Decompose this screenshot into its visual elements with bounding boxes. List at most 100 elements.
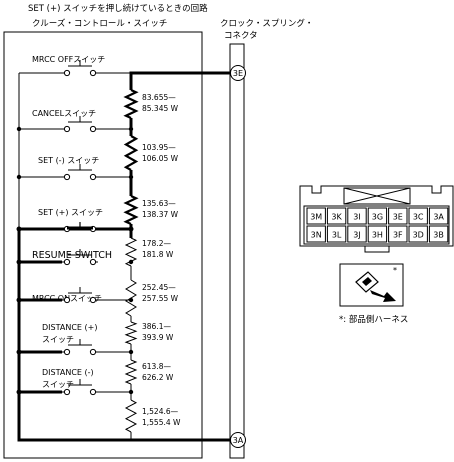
terminal-3a-label: 3A — [233, 436, 244, 445]
connector-pin-3e: 3E — [393, 213, 403, 222]
resistor-value: 103.95— — [142, 143, 176, 152]
terminal-3e: 3E — [230, 65, 246, 81]
connector-cell — [347, 207, 367, 225]
resistor-value: 138.37 W — [142, 210, 179, 219]
connector-cell — [347, 225, 367, 243]
resistor-zigzag — [125, 279, 137, 317]
harness-mark: * — [393, 266, 397, 275]
connector-pin-3a: 3A — [433, 213, 444, 222]
connector-cell — [408, 207, 428, 225]
connector-pin-3n: 3N — [311, 231, 322, 240]
clock-spring-box — [229, 43, 245, 459]
harness-side-icon: * — [339, 263, 404, 307]
connector-cell — [326, 207, 347, 225]
resistor-1: 83.655— 85.345 W — [123, 89, 179, 119]
switch-contact — [89, 69, 97, 77]
switch-distance-minus: DISTANCE (-) スイッチ — [42, 368, 98, 396]
connector-pin-3h: 3H — [372, 231, 383, 240]
connector-pin-3i: 3I — [353, 213, 360, 222]
switch-distance-plus: DISTANCE (+) スイッチ — [42, 323, 98, 356]
resistor-value: 386.1— — [142, 322, 171, 331]
switch-layer: MRCC OFFスイッチ CANCELスイッチ SET (-) スイッチ SET (+… — [32, 55, 112, 396]
connector-cell — [388, 207, 408, 225]
switch-contact — [89, 173, 97, 181]
resistor-zigzag — [123, 135, 139, 171]
switch-set-plus: SET (+) スイッチ — [38, 208, 103, 233]
switch-label: スイッチ — [42, 380, 74, 389]
clock-spring-label-line2: コネクタ — [224, 31, 258, 41]
connector-cell — [428, 207, 449, 225]
resistor-layer: 83.655— 85.345 W 103.95— 106.05 W 135.63—138… — [123, 89, 181, 433]
switch-label: DISTANCE (-) — [42, 368, 94, 377]
connector-pin-3m: 3M — [310, 213, 322, 222]
connector-cell — [408, 225, 428, 243]
switch-mrcc-off: MRCC OFFスイッチ — [32, 55, 105, 77]
connector-cell — [326, 225, 347, 243]
terminal-3e-label: 3E — [233, 69, 243, 78]
connector-cell — [367, 207, 388, 225]
switch-contact — [63, 296, 71, 304]
switch-contact — [89, 296, 97, 304]
switch-resume: RESUME SWITCH — [32, 249, 112, 266]
resistor-zigzag — [124, 321, 138, 345]
connector-cell — [428, 225, 449, 243]
resistor-zigzag — [123, 195, 139, 225]
switch-label: MRCC OFFスイッチ — [32, 55, 105, 64]
switch-contact — [89, 258, 97, 266]
resistor-4: 178.2— 181.8 W — [124, 237, 174, 267]
connector-pin-3c: 3C — [413, 213, 424, 222]
switch-label: SET (+) スイッチ — [38, 208, 103, 217]
switch-mrcc-on: MRCC ONスイッチ — [32, 287, 102, 304]
resistor-7: 613.8—626.2 W — [124, 359, 174, 385]
resistor-zigzag — [123, 89, 139, 119]
resistor-6: 386.1— 393.9 W — [124, 321, 174, 345]
switch-contact — [63, 173, 71, 181]
switch-contact — [63, 348, 71, 356]
resistor-value: 83.655— — [142, 93, 176, 102]
resistor-zigzag — [124, 399, 138, 433]
switch-contact — [63, 69, 71, 77]
resistor-5: 252.45—257.55 W — [125, 279, 179, 317]
switch-contact — [89, 348, 97, 356]
terminal-3a: 3A — [230, 432, 246, 448]
connector-cell — [306, 207, 326, 225]
connector-pin-3g: 3G — [372, 213, 383, 222]
connector-pin-3b: 3B — [433, 231, 444, 240]
connector-pin-3l: 3L — [332, 231, 342, 240]
switch-cancel: CANCELスイッチ — [32, 109, 98, 133]
switch-label: スイッチ — [42, 335, 74, 344]
switch-contact — [89, 388, 97, 396]
switch-set-minus: SET (-) スイッチ — [38, 156, 99, 181]
resistor-value: 393.9 W — [142, 333, 174, 342]
connector-pin-3d: 3D — [413, 231, 424, 240]
connector-cell — [388, 225, 408, 243]
connector-cell — [367, 225, 388, 243]
resistor-zigzag — [124, 237, 138, 267]
cruise-switch-label: クルーズ・コントロール・スイッチ — [32, 18, 167, 29]
connector-pin-3j: 3J — [353, 231, 360, 240]
switch-contact — [63, 258, 71, 266]
switch-contact — [63, 388, 71, 396]
resistor-zigzag — [124, 359, 138, 385]
resistor-value: 626.2 W — [142, 373, 174, 382]
resistor-value: 181.8 W — [142, 250, 174, 259]
resistor-value: 252.45— — [142, 283, 176, 292]
resistor-3: 135.63—138.37 W — [123, 195, 179, 225]
harness-note: *: 部品側ハーネス — [339, 314, 408, 325]
diagram-title: SET (+) スイッチを押し続けているときの回路 — [28, 3, 208, 14]
clock-spring-label-line1: クロック・スプリング・ — [220, 18, 313, 29]
cruise-switch-box — [3, 31, 203, 459]
resistor-value: 106.05 W — [142, 154, 179, 163]
switch-contact — [89, 125, 97, 133]
switch-label: DISTANCE (+) — [42, 323, 97, 332]
resistor-value: 178.2— — [142, 239, 171, 248]
resistor-value: 1,555.4 W — [142, 418, 181, 427]
resistor-8: 1,524.6—1,555.4 W — [124, 399, 181, 433]
resistor-2: 103.95— 106.05 W — [123, 135, 179, 171]
resistor-value: 85.345 W — [142, 104, 179, 113]
connector-pin-3k: 3K — [331, 213, 342, 222]
junction-dots — [16, 126, 134, 395]
